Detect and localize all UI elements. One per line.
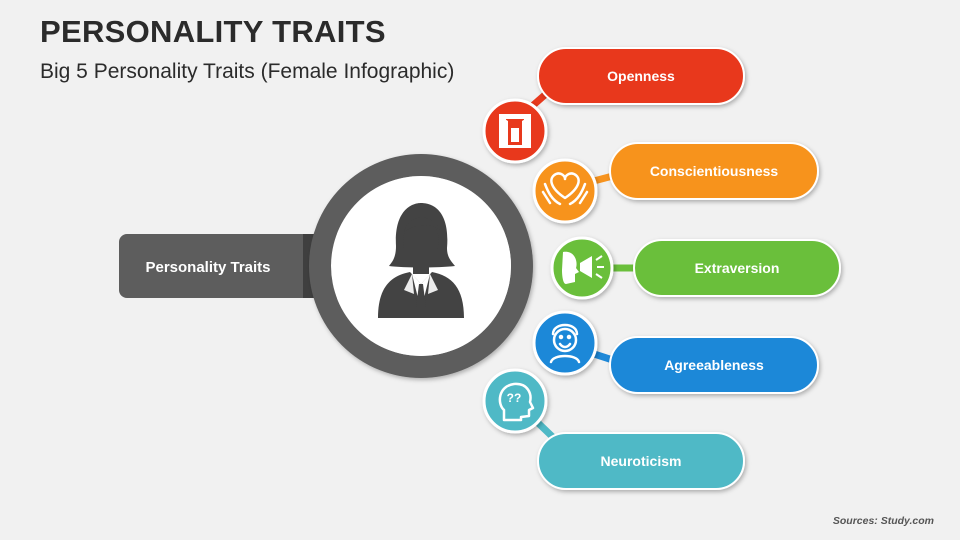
trait-conscientiousness: Conscientiousness bbox=[532, 142, 819, 224]
head-question-icon: ?? bbox=[498, 382, 535, 422]
trait-extraversion: Extraversion bbox=[550, 236, 841, 300]
trait-label-neuroticism: Neuroticism bbox=[601, 453, 682, 469]
source-note: Sources: Study.com bbox=[832, 515, 934, 527]
center-ring bbox=[309, 154, 533, 378]
open-doors-icon bbox=[499, 114, 531, 148]
hands-heart-icon bbox=[541, 172, 589, 206]
trait-neuroticism: Neuroticism ?? bbox=[482, 368, 745, 490]
female-professional-icon bbox=[378, 203, 464, 318]
page-subtitle: Big 5 Personality Traits (Female Infogra… bbox=[40, 60, 455, 83]
trait-label-conscientiousness: Conscientiousness bbox=[650, 163, 779, 179]
trait-label-openness: Openness bbox=[607, 68, 675, 84]
trait-openness: Openness bbox=[482, 47, 745, 164]
page-title: PERSONALITY TRAITS bbox=[40, 14, 386, 49]
trait-agreeableness: Agreeableness bbox=[532, 310, 819, 394]
megaphone-speaker-icon bbox=[562, 251, 604, 284]
trait-label-agreeableness: Agreeableness bbox=[664, 357, 764, 373]
trait-label-extraversion: Extraversion bbox=[695, 260, 780, 276]
smiling-person-icon bbox=[549, 323, 581, 364]
center-label: Personality Traits bbox=[145, 259, 270, 276]
svg-text:??: ?? bbox=[507, 391, 522, 405]
